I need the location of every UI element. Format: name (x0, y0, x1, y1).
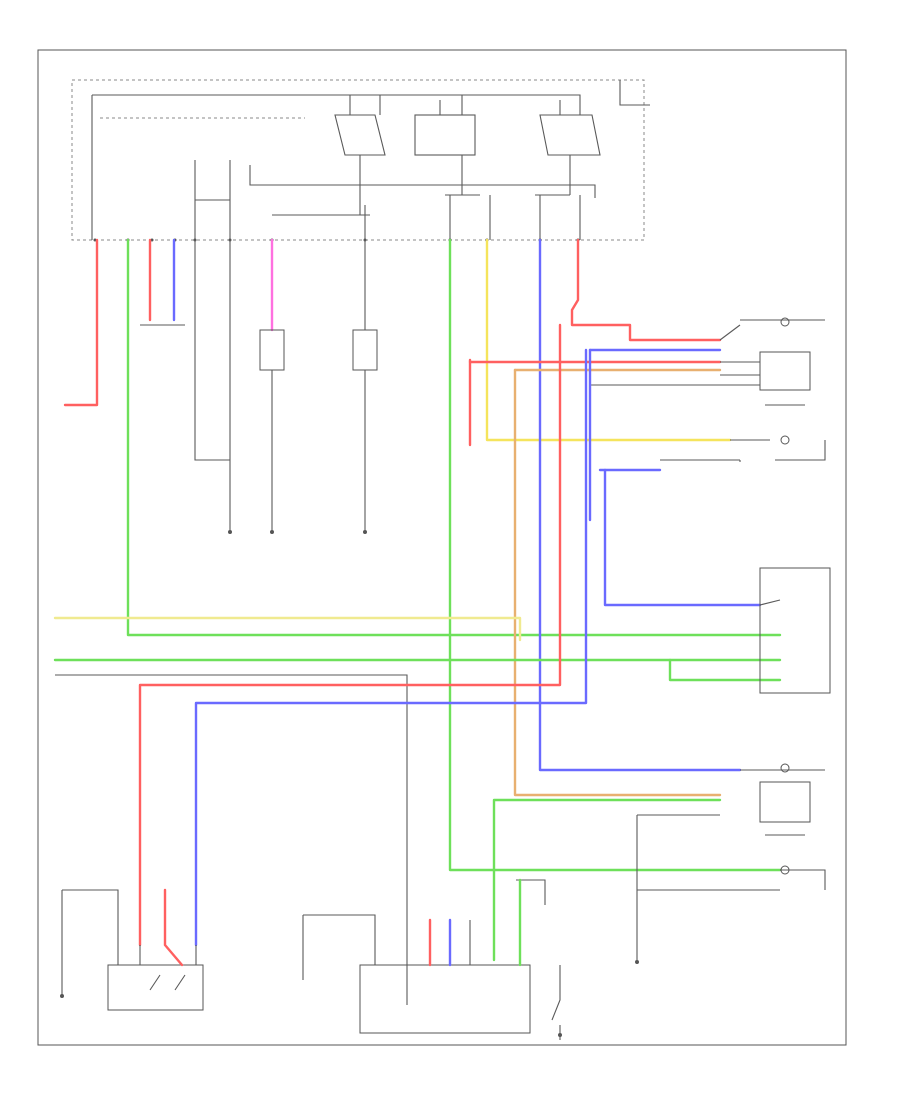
wire-red-ignition (163, 888, 184, 967)
wire-red-right (570, 238, 722, 342)
wire-blue-loop (603, 468, 762, 607)
wire-green-lower (492, 798, 722, 962)
right-components (635, 317, 831, 964)
control-module (71, 79, 650, 242)
sensor-box-2 (759, 781, 811, 823)
wire-green-branch (668, 658, 782, 682)
wire-blue-long (538, 238, 742, 772)
ignition-switch (107, 964, 204, 1011)
wire-black-bus (55, 674, 408, 1005)
relay-3 (539, 114, 601, 156)
wire-green-center (448, 238, 782, 872)
wire-red-crossover (468, 358, 722, 364)
transmission-module (359, 964, 531, 1034)
relay-1 (334, 114, 386, 156)
switch-component-2 (352, 329, 378, 371)
wire-yellow (485, 238, 732, 442)
diagram-frame (37, 49, 847, 1046)
wire-pale-yellow (53, 616, 522, 642)
switch-box-right (759, 567, 831, 694)
lamp-2 (780, 435, 790, 445)
wire-red-loop (138, 323, 562, 947)
switch-component-1 (259, 329, 285, 371)
center-wire-harness (448, 238, 782, 872)
wire-blue-loop-lower (194, 348, 588, 947)
wire-green-left (126, 238, 782, 637)
lamp-1 (780, 317, 790, 327)
lamp-3 (780, 763, 790, 773)
lamp-4 (780, 865, 790, 875)
left-wire-harness (63, 238, 782, 637)
relay-2 (414, 114, 476, 156)
wire-red-left (63, 238, 99, 407)
wire-orange (513, 368, 722, 797)
horizontal-bus (53, 323, 782, 1005)
sensor-box-1 (759, 351, 811, 391)
bottom-components (60, 878, 562, 1040)
